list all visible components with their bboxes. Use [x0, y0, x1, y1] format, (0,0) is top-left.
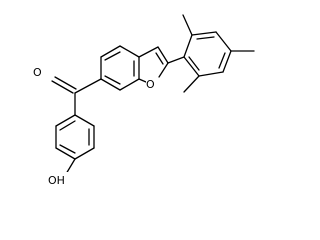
furan-ring	[138, 46, 169, 83]
mesityl-ring	[183, 31, 232, 77]
carbonyl-oxygen-label: O	[33, 66, 42, 79]
furan-oxygen-label: O	[146, 78, 155, 91]
hydroxyl-label: OH	[48, 174, 65, 187]
structure-canvas: O O OH	[32, 14, 255, 187]
carbonyl-group	[51, 76, 102, 116]
methyl-groups	[182, 14, 255, 93]
molecule-structure: O O OH	[32, 14, 255, 187]
aryl-link-bond	[167, 56, 185, 64]
hydroxyl-bond	[65, 158, 76, 175]
benzofuran-benzene-ring	[100, 45, 140, 91]
phenol-ring	[55, 114, 95, 160]
